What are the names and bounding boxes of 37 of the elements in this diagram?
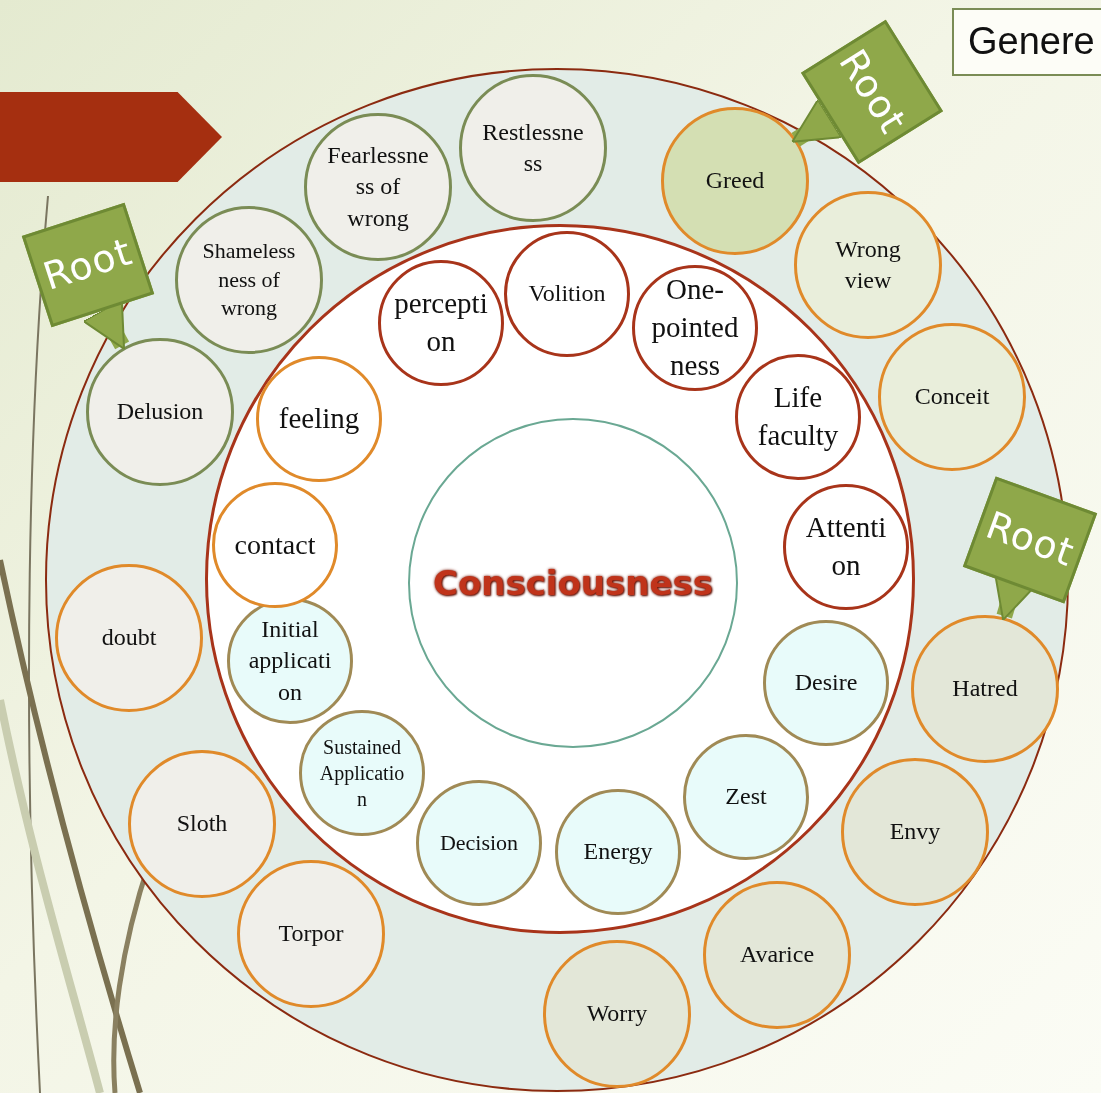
circle-label: Shamelessness of wrong: [201, 237, 297, 323]
banner-shape: [0, 92, 222, 182]
circle-node: [504, 231, 630, 357]
circle-label: Zest: [725, 782, 767, 812]
circle-label: Restlessness: [481, 117, 585, 178]
circle-label: doubt: [101, 623, 157, 653]
circle-label: Avarice: [739, 940, 815, 970]
circle-label: Delusion: [116, 397, 204, 427]
circle-label: Hatred: [952, 674, 1018, 704]
circle-label: Desire: [794, 668, 858, 698]
circle-label: Fearlessness of wrong: [326, 141, 430, 233]
circle-label: Attention: [804, 510, 888, 583]
circle-label: Initial application: [247, 615, 333, 707]
circle-label: Wrong view: [834, 234, 902, 295]
arrow: [791, 98, 843, 147]
circle-label: Energy: [583, 837, 653, 867]
circle-label: contact: [234, 527, 316, 562]
circle-label: Envy: [889, 817, 941, 847]
circle-label: Sloth: [176, 809, 228, 839]
circle-label: feeling: [278, 401, 360, 437]
circle-label: Greed: [705, 166, 765, 196]
callout-label: Root: [979, 502, 1081, 578]
circle-label: Volition: [528, 279, 606, 309]
title-box: [952, 8, 1101, 76]
circle-label: Life faculty: [756, 380, 840, 453]
circle-label: Conceit: [914, 382, 990, 412]
circle-label: Torpor: [278, 919, 344, 949]
circle-label: Worry: [586, 999, 648, 1029]
circle-label: One-pointedness: [650, 272, 740, 383]
circle-node: [683, 734, 809, 860]
title-text: Genere: [968, 19, 1095, 65]
circle-label: Decision: [439, 828, 519, 857]
circle-label: Sustained Application: [318, 735, 406, 812]
center-title: Consciousness: [432, 561, 714, 605]
circle-node: [212, 482, 338, 608]
callout-label: Root: [37, 228, 139, 302]
circle-label: perception: [393, 286, 489, 359]
